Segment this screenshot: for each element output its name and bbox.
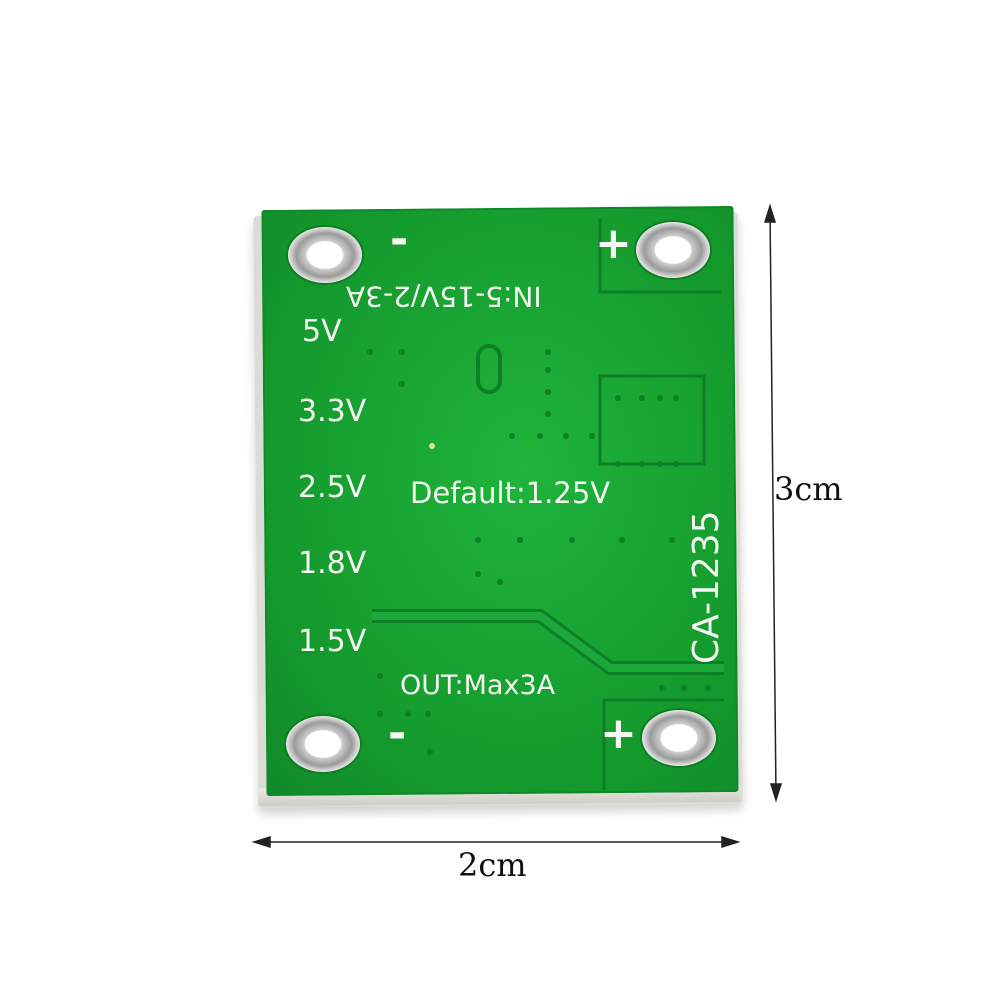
voltage-option-5v: 5V [302, 314, 342, 349]
width-dimension-label: 2cm [458, 846, 527, 884]
input-spec-label: IN:5-15V/2-3A [346, 280, 542, 313]
output-plus-sign: + [600, 708, 637, 759]
voltage-option-3-3v: 3.3V [298, 394, 367, 429]
voltage-option-1-8v: 1.8V [298, 546, 367, 581]
mounting-hole-top-left [288, 227, 362, 283]
voltage-option-2-5v: 2.5V [298, 470, 367, 505]
model-number-label: CA-1235 [686, 510, 727, 664]
input-minus-sign: - [390, 214, 409, 265]
mounting-hole-top-right [636, 222, 710, 278]
mounting-hole-bottom-left [286, 716, 360, 772]
output-minus-sign: - [388, 708, 407, 759]
voltage-option-1-5v: 1.5V [298, 624, 367, 659]
default-voltage-label: Default:1.25V [410, 476, 611, 510]
height-dimension-label: 3cm [774, 470, 843, 508]
mounting-hole-bottom-right [642, 710, 716, 766]
output-spec-label: OUT:Max3A [400, 670, 556, 701]
input-plus-sign: + [595, 218, 632, 269]
